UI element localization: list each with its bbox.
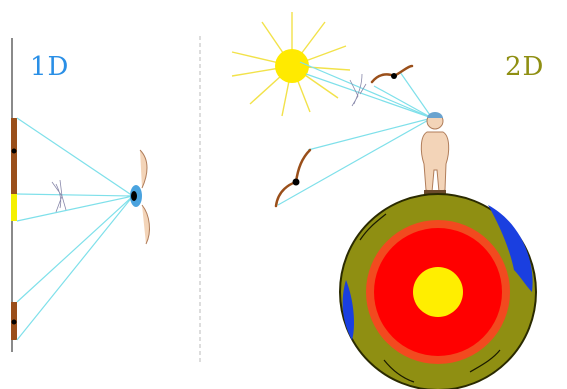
earth-icon <box>340 194 536 389</box>
ray <box>17 194 133 196</box>
ray <box>17 196 133 302</box>
ray <box>308 118 432 150</box>
label-2d: 2D <box>505 52 544 82</box>
ray <box>374 86 432 118</box>
bird-wing <box>276 150 310 206</box>
ray <box>17 118 133 196</box>
wall-dot-top <box>12 149 17 154</box>
sun-disc <box>275 49 309 83</box>
person-icon <box>421 112 448 194</box>
label-1d: 1D <box>30 52 69 82</box>
sun-icon <box>232 12 350 116</box>
earth-inner-core <box>413 267 463 317</box>
eye-lid-bottom <box>142 205 149 244</box>
rays-2d <box>278 62 432 205</box>
wall-segment-top <box>11 118 17 194</box>
person-body <box>421 132 448 192</box>
panel-2d <box>232 12 536 389</box>
bird-body <box>391 73 397 79</box>
angle-marks-1d <box>52 180 66 212</box>
bird-icon <box>276 150 310 206</box>
eye-icon <box>130 150 149 244</box>
person-hair <box>427 112 443 118</box>
rays-1d <box>17 118 133 340</box>
ray <box>306 74 432 118</box>
wall-dot-bottom <box>12 320 17 325</box>
eye-pupil <box>131 191 137 201</box>
wall-segment-yellow <box>11 194 17 221</box>
bird-body <box>293 179 300 186</box>
angle-mark <box>52 180 66 212</box>
panel-1d <box>11 38 149 352</box>
eye-lid-top <box>140 150 147 188</box>
